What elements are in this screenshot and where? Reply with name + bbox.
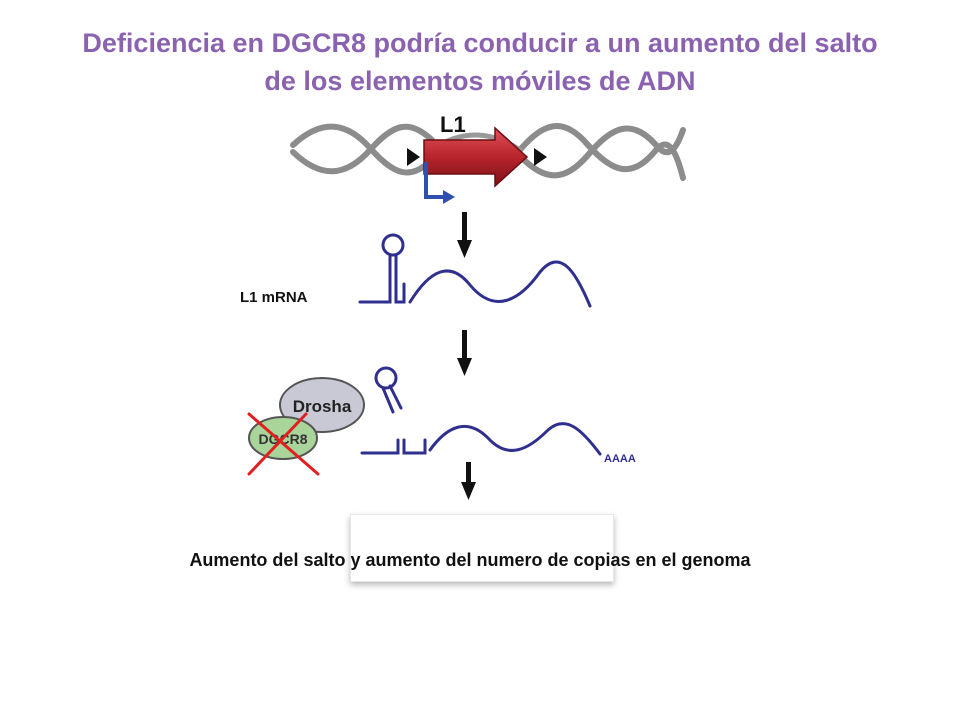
cleaved-hairpin — [374, 366, 403, 414]
l1-mrna-label: L1 mRNA — [240, 289, 308, 306]
l1-element-arrow — [423, 126, 529, 188]
drosha-label: Drosha — [293, 397, 352, 416]
title-line-1: Deficiencia en DGCR8 podría conducir a u… — [82, 28, 878, 58]
tsd-arrowhead-left — [407, 148, 420, 166]
polya-tail-label: AAAA — [604, 453, 636, 465]
l1-label: L1 — [440, 112, 466, 137]
promoter-arrow-icon — [424, 162, 455, 204]
slide-title: Deficiencia en DGCR8 podría conducir a u… — [0, 24, 960, 100]
l1-mrna-strand — [358, 233, 592, 308]
step-arrow-3 — [461, 462, 476, 500]
step-arrow-1 — [457, 212, 472, 258]
step-arrow-2 — [457, 330, 472, 376]
caption-box — [350, 514, 614, 582]
microprocessor-complex: Drosha DGCR8 — [247, 377, 365, 476]
processed-mrna-strand — [360, 422, 602, 456]
title-line-2: de los elementos móviles de ADN — [264, 66, 696, 96]
deficiency-cross-icon — [247, 412, 320, 476]
tsd-arrowhead-right — [534, 148, 547, 166]
caption-text: Aumento del salto y aumento del numero d… — [189, 550, 751, 570]
